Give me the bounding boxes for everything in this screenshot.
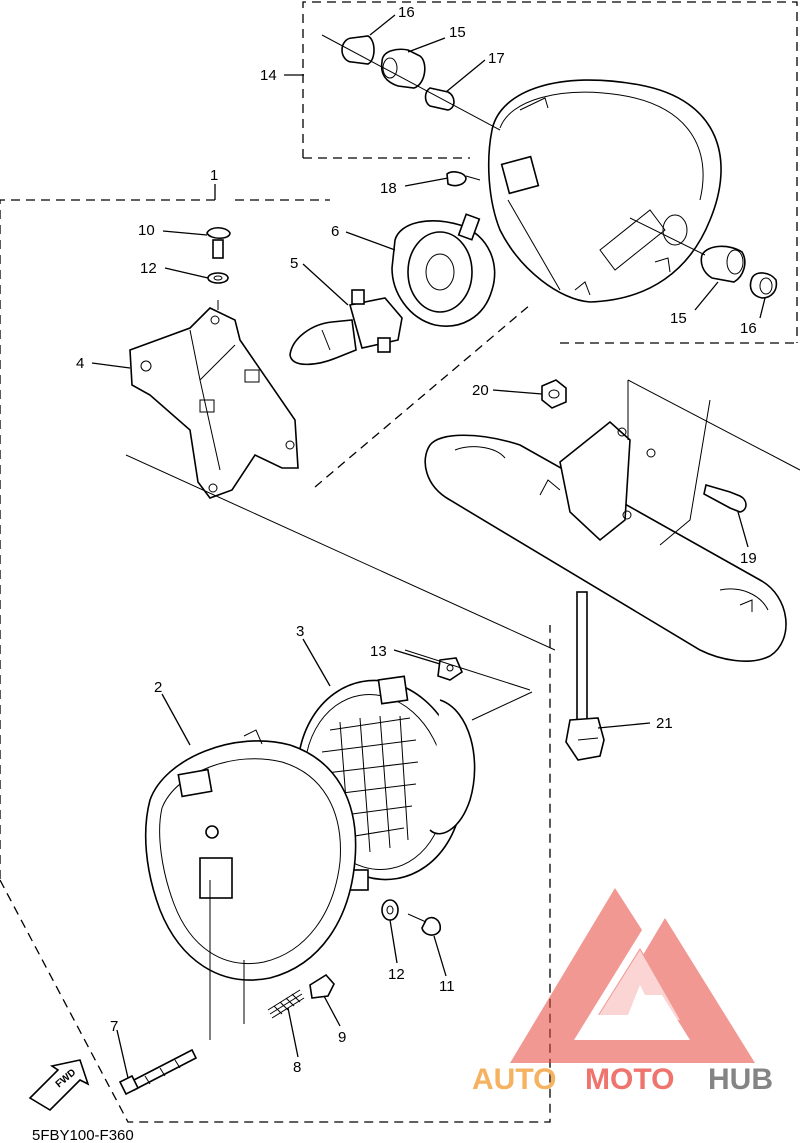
callout-8: 8	[293, 1059, 301, 1076]
bolt-19	[703, 483, 747, 513]
callout-20: 20	[472, 382, 489, 399]
callout-21: 21	[656, 715, 673, 732]
collar-15-top	[380, 48, 426, 89]
watermark-text-hub: HUB	[708, 1063, 773, 1096]
collar-15-right	[700, 245, 746, 283]
washer-12-top	[207, 272, 229, 284]
adjusting-screw-9	[309, 973, 335, 999]
callout-6: 6	[331, 223, 339, 240]
spring-8	[267, 989, 305, 1019]
callout-1: 1	[210, 167, 218, 184]
callout-2: 2	[154, 679, 162, 696]
bracket-4	[129, 307, 299, 499]
fwd-arrow-icon: FWD	[28, 1059, 90, 1112]
headlight-rim-2	[144, 729, 357, 981]
assembly-boundary-1	[0, 199, 551, 1123]
collar-17	[424, 87, 455, 111]
axis-line-13	[404, 649, 531, 691]
watermark-text-moto: MOTO	[585, 1063, 674, 1096]
bulb-socket-6	[391, 213, 496, 327]
screw-11	[407, 913, 442, 936]
watermark-logo	[510, 888, 755, 1063]
diagram-code: 5FBY100-F360	[32, 1127, 134, 1143]
callout-13: 13	[370, 643, 387, 660]
callout-12-top: 12	[140, 260, 157, 277]
rubber-bushing-16-right	[749, 272, 778, 299]
washer-12-lower	[381, 899, 399, 921]
assembly-boundary-14	[302, 1, 798, 344]
callout-16-right: 16	[740, 320, 757, 337]
callout-16-top: 16	[398, 4, 415, 21]
leader-lines	[91, 14, 766, 1079]
nut-20	[541, 379, 567, 409]
callout-18: 18	[380, 180, 397, 197]
callout-3: 3	[296, 623, 304, 640]
axis-line-bracket	[125, 454, 556, 651]
cable-tie-21	[565, 591, 605, 761]
axis-line-13b	[471, 691, 533, 721]
rubber-bushing-16-top	[341, 35, 375, 65]
callout-12-lower: 12	[388, 966, 405, 983]
watermark-text-auto: AUTO	[472, 1063, 556, 1096]
callout-11: 11	[439, 978, 455, 995]
bolt-7	[118, 1048, 198, 1096]
callout-19: 19	[740, 550, 757, 567]
headlight-stay	[424, 379, 800, 662]
callout-4: 4	[76, 355, 84, 372]
callout-5: 5	[290, 255, 298, 272]
callouts: 1 2 3 4 5 6 7 8 9 10 11 12 12 13 14 15 1…	[76, 4, 757, 1076]
callout-14: 14	[260, 67, 277, 84]
callout-9: 9	[338, 1029, 346, 1046]
headlight-housing	[487, 79, 722, 303]
axis-line-top	[321, 34, 501, 131]
nut-13	[437, 657, 463, 681]
bulb-5	[289, 289, 403, 366]
callout-10: 10	[138, 222, 155, 239]
screw-10	[206, 226, 231, 259]
axis-line-right	[629, 217, 706, 256]
screw-18	[446, 171, 481, 187]
callout-17: 17	[488, 50, 505, 67]
callout-15-top: 15	[449, 24, 466, 41]
callout-7: 7	[110, 1018, 118, 1035]
callout-15-right: 15	[670, 310, 687, 327]
